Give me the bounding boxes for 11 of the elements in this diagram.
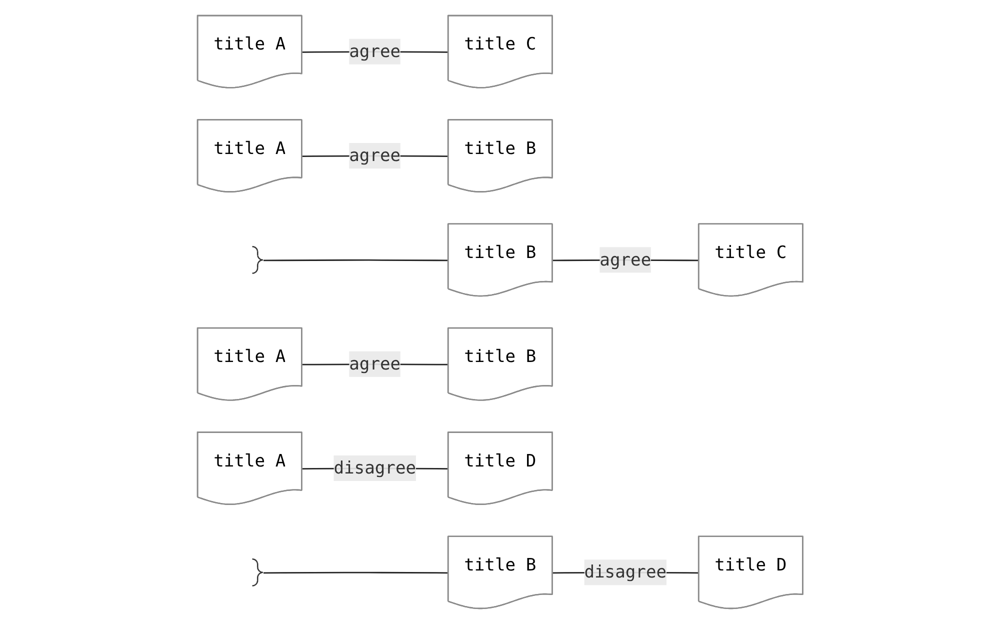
- diagram: agree agree agree agree disagree disagree title A title C title A title B title B title C title A title B title A title D title B title D: [188, 7, 812, 617]
- edge-label: agree: [349, 40, 400, 62]
- node-bar: [252, 558, 264, 586]
- node-bar: [252, 246, 264, 274]
- edge-label: agree: [349, 145, 400, 166]
- connector: [263, 572, 448, 574]
- connector: [263, 259, 448, 262]
- edge-label: disagree: [584, 562, 666, 582]
- edge-label: agree: [600, 249, 651, 270]
- edge-label: agree: [349, 353, 400, 374]
- edge-label: disagree: [334, 458, 416, 478]
